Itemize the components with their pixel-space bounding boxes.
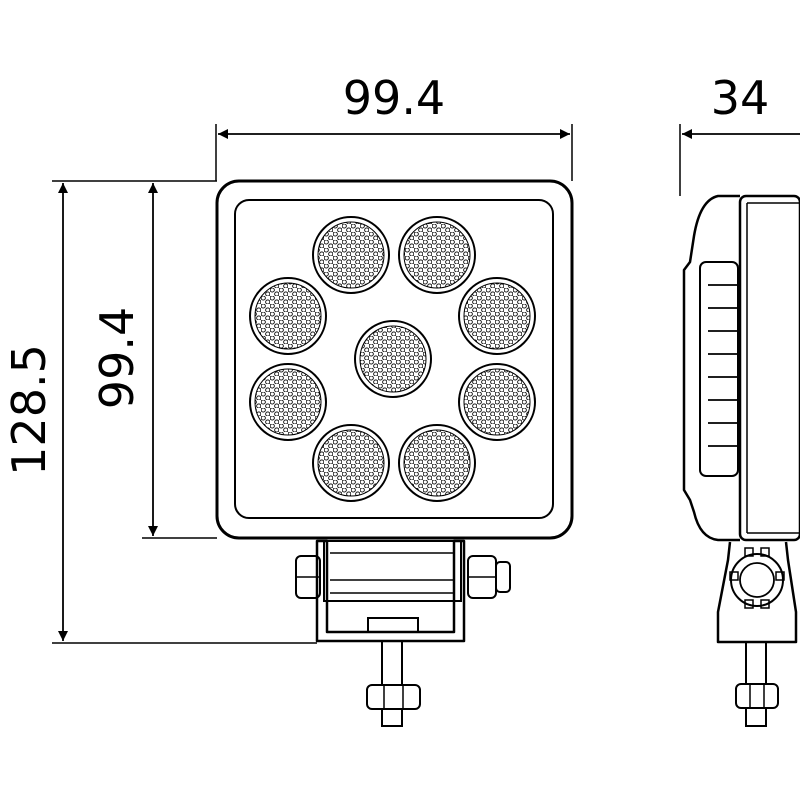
dimension-lens-height-label: 99.4: [90, 307, 144, 409]
front-lens-frame: [234, 199, 554, 519]
side-view: [682, 194, 800, 727]
dimension-front-width-label: 99.4: [343, 71, 445, 125]
dimension-side-depth-label: 34: [711, 71, 770, 125]
dimension-lens-height: 99.4: [90, 180, 217, 539]
front-view: [215, 179, 574, 727]
led-module-top-left: [312, 216, 390, 294]
side-cooling-fins: [699, 261, 739, 477]
led-module-lower-right: [458, 363, 536, 441]
led-module-center: [354, 320, 432, 398]
led-module-top-right: [398, 216, 476, 294]
front-mounting-bracket: [295, 539, 511, 727]
led-module-upper-right: [458, 277, 536, 355]
dimension-side-depth: 34: [679, 71, 800, 196]
led-module-bottom-right: [398, 424, 476, 502]
led-module-bottom-left: [312, 424, 390, 502]
side-lens-edge: [738, 194, 800, 542]
side-mounting-bracket: [716, 541, 798, 727]
led-module-lower-left: [249, 363, 327, 441]
led-module-upper-left: [249, 277, 327, 355]
dimension-total-height-label: 128.5: [2, 344, 56, 476]
front-housing: [215, 179, 574, 540]
side-housing: [682, 194, 740, 542]
dimension-front-width: 99.4: [215, 71, 573, 181]
dimension-total-height: 128.5: [2, 180, 317, 644]
